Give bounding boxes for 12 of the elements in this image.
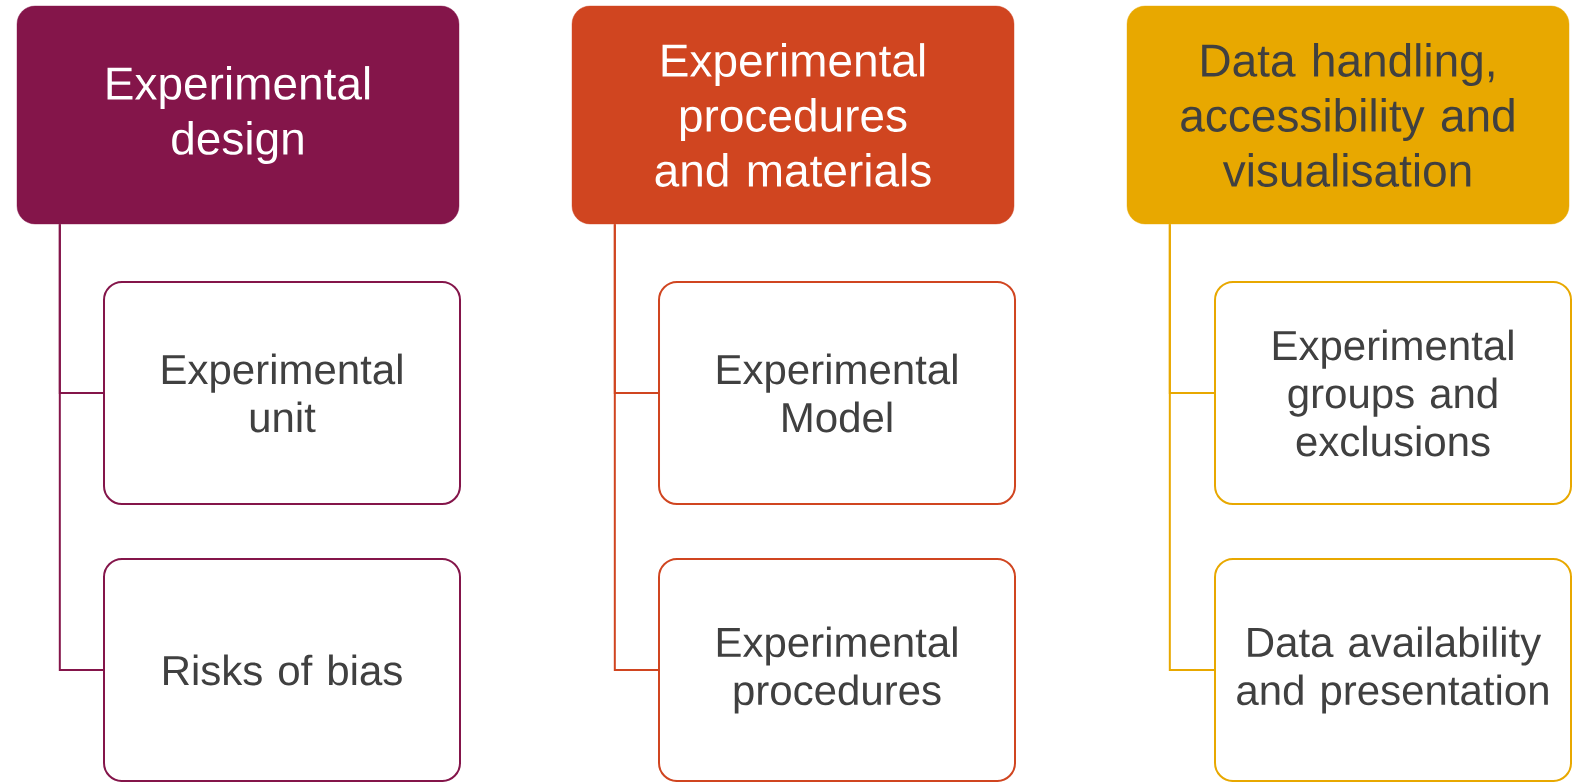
topic-box: Risks of bias: [103, 558, 461, 782]
connector-line: [1168, 223, 1215, 671]
connector-line: [58, 223, 104, 671]
topic-box: Experimental procedures: [658, 558, 1016, 782]
topic-box: Experimental unit: [103, 281, 461, 505]
header-box: Experimental design: [16, 5, 460, 225]
topic-box: Experimental groups and exclusions: [1214, 281, 1572, 505]
topic-box: Data availability and presentation: [1214, 558, 1572, 782]
connector-line: [613, 223, 659, 671]
header-box: Experimental procedures and materials: [571, 5, 1015, 225]
topic-box: Experimental Model: [658, 281, 1016, 505]
header-box: Data handling, accessibility and visualisation: [1126, 5, 1570, 225]
